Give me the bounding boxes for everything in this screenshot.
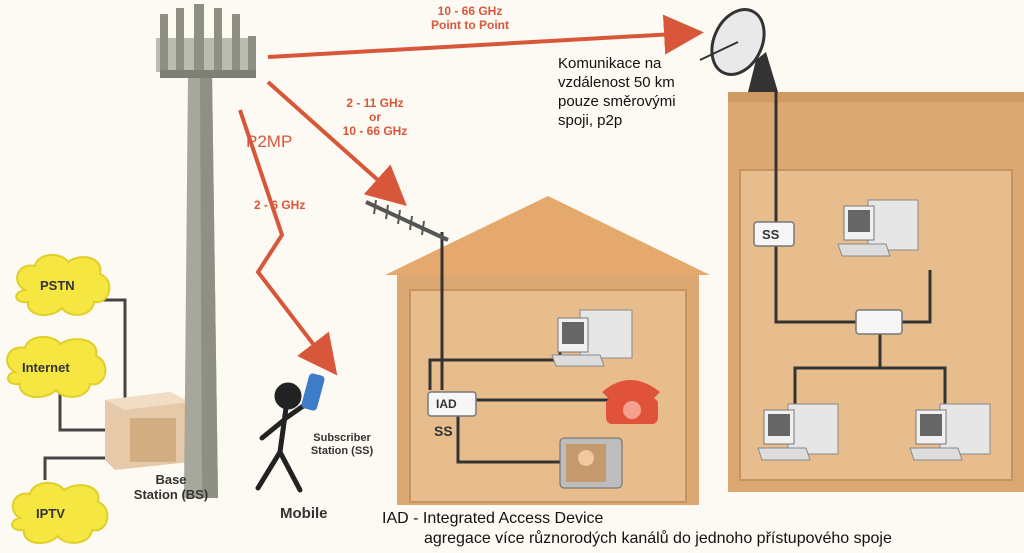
mobile-label: Mobile <box>280 505 328 522</box>
mobile-freq-label: 2 - 6 GHz <box>254 198 306 212</box>
subscriber-line-1: Subscriber <box>313 432 371 444</box>
base-station-label: Base Station (BS) <box>116 472 226 502</box>
mobile-phone-icon <box>301 373 325 411</box>
subscriber-line-2: Station (SS) <box>310 445 374 457</box>
iptv-cloud <box>11 482 109 545</box>
radio-links <box>238 14 704 376</box>
internet-cloud-label: Internet <box>22 360 70 375</box>
building-ss-label: SS <box>762 227 780 242</box>
p2p-distance-note: Komunikace na vzdálenost 50 km pouze smě… <box>558 54 676 130</box>
iptv-cloud-label: IPTV <box>36 506 65 521</box>
subscriber-station-label: Subscriber Station (SS) <box>302 432 382 458</box>
computer-icon <box>909 403 991 461</box>
p2mp-or-text: or <box>369 110 381 124</box>
base-station-line-2: Station (BS) <box>133 487 209 502</box>
note-line-4: spoji, p2p <box>558 112 623 129</box>
p2mp-freq-label: 2 - 11 GHz or 10 - 66 GHz <box>330 96 420 138</box>
footer-iad-description: agregace více různorodých kanálů do jedn… <box>424 530 892 547</box>
computer-icon <box>757 403 839 461</box>
pstn-cloud-label: PSTN <box>40 278 75 293</box>
footer-iad-definition: IAD - Integrated Access Device <box>382 510 604 527</box>
tower <box>156 4 256 498</box>
phone-icon <box>602 380 660 424</box>
note-line-3: pouze směrovými <box>558 93 676 110</box>
house <box>385 196 710 505</box>
p2mp-freq1-text: 2 - 11 GHz <box>346 96 404 110</box>
computer-icon <box>551 309 633 367</box>
computer-icon <box>837 199 919 257</box>
p2mp-label: P2MP <box>246 132 293 151</box>
note-line-2: vzdálenost 50 km <box>558 74 675 91</box>
iad-box-label: IAD <box>436 397 457 411</box>
internet-cloud <box>6 336 107 399</box>
pstn-cloud <box>15 254 111 317</box>
building-wiring <box>774 92 947 405</box>
p2p-freq-text: 10 - 66 GHz <box>437 4 503 18</box>
base-station-line-1: Base <box>155 472 187 487</box>
building-ss-box <box>753 221 795 247</box>
tv-icon <box>559 437 623 489</box>
note-line-1: Komunikace na <box>558 55 662 72</box>
iad-box <box>427 391 477 417</box>
p2p-link-label: 10 - 66 GHz Point to Point <box>410 4 530 32</box>
mobile-user-figure <box>255 382 309 493</box>
house-antenna <box>365 199 449 242</box>
satellite-dish <box>699 8 778 92</box>
network-hub <box>855 309 903 335</box>
p2p-name-text: Point to Point <box>431 18 509 32</box>
base-station-cabinet <box>105 392 190 470</box>
p2mp-freq2-text: 10 - 66 GHz <box>342 124 408 138</box>
house-ss-label: SS <box>434 423 453 439</box>
